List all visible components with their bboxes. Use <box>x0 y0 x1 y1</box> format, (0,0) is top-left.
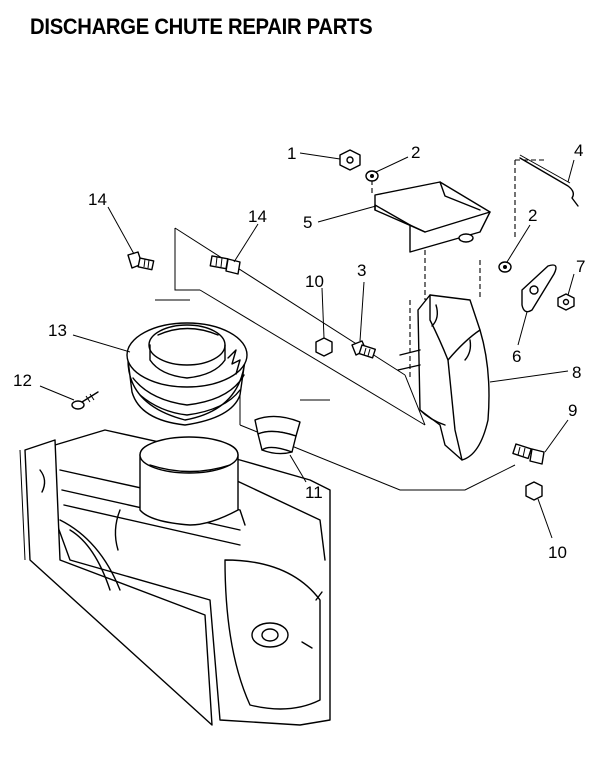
hardware-14-bolt-left <box>127 251 155 271</box>
callout-14-right: 14 <box>248 207 267 226</box>
hardware-10-nut-lower <box>525 481 543 501</box>
page-title: DISCHARGE CHUTE REPAIR PARTS <box>30 14 373 39</box>
hardware-9-bolt <box>512 443 545 465</box>
hardware-12-screw <box>71 391 99 410</box>
leader-lines <box>39 152 575 539</box>
hardware-2-washer-right <box>498 261 512 273</box>
callout-13: 13 <box>48 321 67 340</box>
callout-5: 5 <box>303 213 312 232</box>
auger-housing <box>19 429 331 726</box>
part-11-shim <box>254 415 301 455</box>
hardware-7-nut <box>557 293 575 311</box>
callout-10-lower: 10 <box>548 543 567 562</box>
hardware-10-nut-upper <box>315 337 333 357</box>
callout-2-upper: 2 <box>411 143 420 162</box>
callout-14-left: 14 <box>88 190 107 209</box>
part-5-upper-bracket <box>374 181 491 253</box>
hardware-14-bolt-right <box>209 255 241 275</box>
part-6-crank-plate <box>521 264 557 313</box>
callout-7: 7 <box>576 257 585 276</box>
callout-labels: 1 2 2 3 4 5 6 7 8 9 10 10 11 12 13 14 14 <box>13 141 585 562</box>
callout-2-lower: 2 <box>528 206 537 225</box>
callout-6: 6 <box>512 347 521 366</box>
callout-9: 9 <box>568 401 577 420</box>
callout-10-upper: 10 <box>305 272 324 291</box>
callout-3: 3 <box>357 261 366 280</box>
hardware-1-nut <box>339 149 361 171</box>
callout-8: 8 <box>572 363 581 382</box>
callout-4: 4 <box>574 141 583 160</box>
callout-11: 11 <box>305 483 323 502</box>
part-13-chute-ring <box>126 322 248 426</box>
callout-1: 1 <box>287 144 296 163</box>
part-8-chute-deflector <box>397 294 490 461</box>
part-4-rod <box>519 154 579 207</box>
callout-12: 12 <box>13 371 32 390</box>
hardware-3-bolt <box>351 340 377 359</box>
hardware-2-washer-top <box>365 170 379 182</box>
